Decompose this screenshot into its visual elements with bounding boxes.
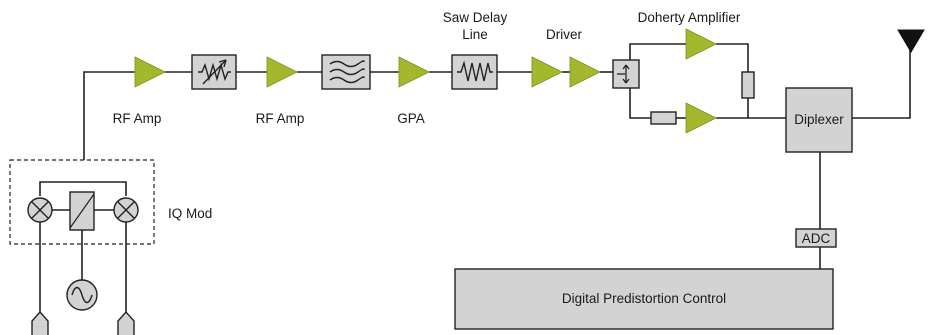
- dpd-control-label: Digital Predistortion Control: [562, 291, 726, 306]
- diplexer-label: Diplexer: [794, 112, 844, 127]
- gpa-icon: [398, 56, 430, 88]
- variable-attenuator-icon: [191, 54, 237, 90]
- iq-mod-label: IQ Mod: [168, 206, 212, 221]
- saw-delay-line-label-1: Saw Delay: [443, 10, 508, 25]
- antenna-icon: [897, 29, 925, 53]
- saw-delay-line-icon: [451, 54, 498, 90]
- doherty-carrier-amp-icon: [685, 28, 717, 60]
- adc-block: ADC: [795, 228, 837, 248]
- adc-label: ADC: [802, 231, 831, 246]
- bandpass-filter-icon: [321, 54, 371, 90]
- rf-amp-2-label: RF Amp: [256, 111, 305, 126]
- doherty-peaking-amp-icon: [685, 102, 717, 134]
- mixer-right-icon: [113, 197, 139, 223]
- driver-label: Driver: [546, 27, 583, 42]
- doherty-amplifier-label: Doherty Amplifier: [638, 10, 741, 25]
- rf-amp-1-icon: [134, 56, 166, 88]
- oscillator-icon: [66, 279, 98, 311]
- diplexer-block: Diplexer: [785, 87, 853, 153]
- power-splitter-icon: [612, 59, 640, 89]
- driver-amp-2-icon: [569, 56, 601, 88]
- dpd-control-block: Digital Predistortion Control: [454, 268, 834, 330]
- saw-delay-line-label-2: Line: [462, 27, 488, 42]
- driver-amp-1-icon: [531, 56, 563, 88]
- rf-amp-2-icon: [266, 56, 298, 88]
- input-port-q-icon: [117, 310, 135, 335]
- iq-mod-enclosure: [9, 159, 155, 245]
- input-port-i-icon: [31, 310, 49, 335]
- resistor-vertical-icon: [741, 71, 755, 99]
- phase-shifter-icon: [69, 191, 95, 231]
- gpa-label: GPA: [397, 111, 425, 126]
- mixer-left-icon: [27, 197, 53, 223]
- rf-amp-1-label: RF Amp: [113, 111, 162, 126]
- resistor-horizontal-icon: [650, 111, 677, 125]
